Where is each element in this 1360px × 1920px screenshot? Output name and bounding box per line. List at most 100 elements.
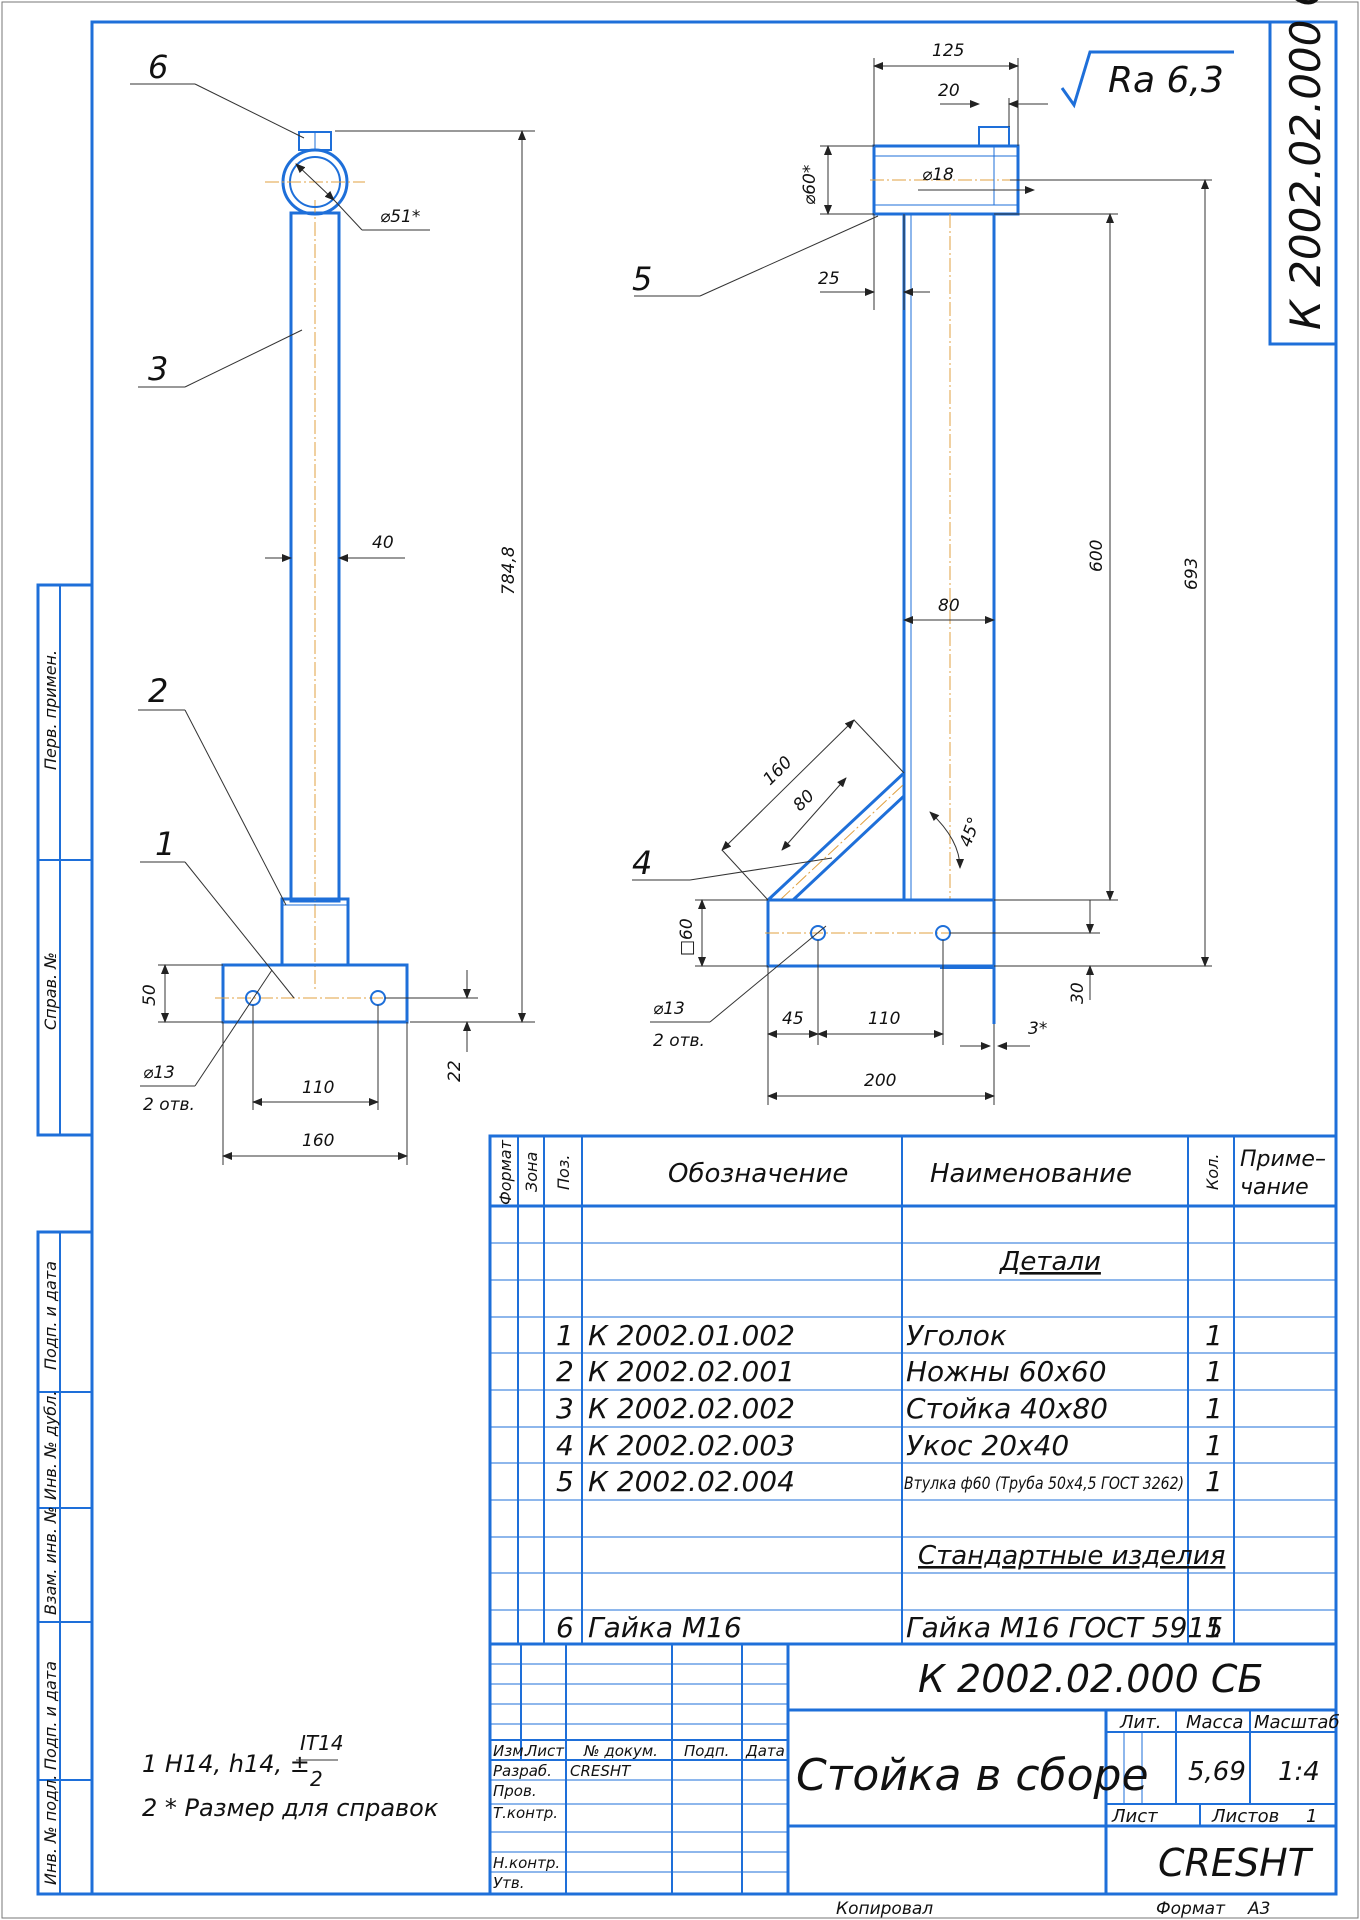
spec-row-4-designation: К 2002.02.003: [588, 1429, 795, 1462]
spec-header-zone: Зона: [522, 1152, 541, 1192]
spec-row-3-pos: 3: [556, 1392, 574, 1425]
tb-header-doc: № докум.: [583, 1742, 658, 1760]
tb-mass: 5,69: [1188, 1757, 1246, 1787]
left-view: [130, 83, 535, 1165]
dim-h784: 784,8: [499, 546, 519, 595]
stamp-perv-primen: Перв. примен.: [41, 650, 60, 770]
tb-scale: 1:4: [1278, 1757, 1320, 1787]
spec-header-pos: Поз.: [554, 1155, 573, 1190]
footer-copied: Копировал: [836, 1899, 933, 1919]
dim-w20: 20: [938, 81, 960, 101]
tb-designation: К 2002.02.000 СБ: [918, 1657, 1264, 1701]
left-pos-1: 1: [155, 825, 175, 863]
dim-s160: 160: [759, 752, 796, 789]
dim-w80: 80: [938, 596, 960, 616]
spec-row-2-pos: 2: [556, 1355, 574, 1388]
tb-header-date: Дата: [745, 1742, 785, 1760]
spec-row-1-designation: К 2002.01.002: [588, 1319, 795, 1352]
dim-w200: 200: [864, 1071, 896, 1091]
dim-w25: 25: [818, 269, 840, 289]
dim-holes-count-left: 2 отв.: [143, 1095, 195, 1115]
dim-h22: 22: [445, 1060, 465, 1082]
tb-role-nkontr: Н.контр.: [493, 1854, 560, 1872]
dim-d51: ⌀51*: [380, 207, 420, 227]
dim-h30: 30: [1068, 982, 1088, 1004]
tb-role-utv: Утв.: [493, 1874, 525, 1892]
tb-role-tkontr: Т.контр.: [493, 1804, 558, 1822]
spec-row-1-name: Уголок: [906, 1319, 1007, 1352]
right-pos-4: 4: [632, 844, 652, 882]
designation-vertical: К 2002.02.000 СБ: [1281, 0, 1330, 330]
dim-h600: 600: [1087, 540, 1107, 572]
note-1-numerator: IT14: [300, 1731, 344, 1755]
footer-format-label: Формат: [1156, 1899, 1226, 1919]
dim-w160-left: 160: [302, 1131, 334, 1151]
dim-w45: 45: [782, 1009, 804, 1029]
spec-row-2-qty: 1: [1205, 1355, 1223, 1388]
spec-header-note-2: чание: [1240, 1175, 1309, 1200]
spec-row-4-name: Укос 20х40: [906, 1429, 1069, 1462]
stamp-vzam-inv: Взам. инв. №: [41, 1506, 60, 1615]
dim-hole-left: ⌀13: [143, 1063, 175, 1083]
dim-sq60: □60: [677, 918, 697, 956]
spec-header-note-1: Приме–: [1240, 1147, 1326, 1172]
spec-section-standard: Стандартные изделия: [918, 1541, 1225, 1571]
tb-header-list: Лист: [525, 1742, 565, 1760]
spec-row-4-pos: 4: [556, 1429, 574, 1462]
dim-holes-count-right: 2 отв.: [653, 1031, 705, 1051]
spec-header-designation: Обозначение: [668, 1159, 848, 1189]
tb-sheet-label: Лист: [1111, 1806, 1158, 1827]
stamp-podp-data-2: Подп. и дата: [41, 1661, 60, 1770]
spec-header-name: Наименование: [930, 1159, 1132, 1189]
note-2: 2 * Размер для справок: [142, 1794, 439, 1822]
note-1: 1 H14, h14, ±: [142, 1750, 310, 1778]
note-1-denominator: 2: [310, 1767, 323, 1791]
spec-row-5-pos: 5: [556, 1465, 574, 1498]
side-stamp-strip: [36, 583, 94, 1896]
spec-row-1-pos: 1: [556, 1319, 574, 1352]
stamp-sprav-no: Справ. №: [41, 952, 60, 1030]
dim-w125: 125: [932, 41, 964, 61]
left-pos-2: 2: [148, 672, 168, 710]
tb-title: Стойка в сборе: [796, 1750, 1149, 1801]
stamp-podp-data-1: Подп. и дата: [41, 1261, 60, 1370]
tb-header-sign: Подп.: [684, 1742, 729, 1760]
spec-section-parts: Детали: [999, 1247, 1101, 1277]
dim-w110-right: 110: [868, 1009, 900, 1029]
spec-row-6-name: Гайка М16 ГОСТ 5915: [906, 1611, 1223, 1644]
spec-row-3-name: Стойка 40х80: [906, 1392, 1108, 1425]
tb-lit-label: Лит.: [1119, 1712, 1161, 1733]
tb-sheets: 1: [1306, 1806, 1317, 1827]
dim-a45: 45°: [956, 815, 985, 850]
dim-h693: 693: [1182, 558, 1202, 590]
right-pos-5: 5: [632, 260, 652, 298]
roughness-label: Ra 6,3: [1108, 60, 1224, 101]
spec-row-3-qty: 1: [1205, 1392, 1223, 1425]
spec-row-6-qty: 1: [1205, 1611, 1223, 1644]
tb-sheets-label: Листов: [1211, 1806, 1279, 1827]
tb-header-izm: Изм.: [493, 1742, 528, 1760]
spec-row-2-designation: К 2002.02.001: [588, 1355, 795, 1388]
tb-developer: CRESHT: [570, 1762, 632, 1780]
spec-row-5-qty: 1: [1205, 1465, 1223, 1498]
dim-hole-right: ⌀13: [653, 999, 685, 1019]
title-block-grid: [488, 1642, 1338, 1896]
left-pos-3: 3: [148, 350, 168, 388]
dim-s80: 80: [789, 786, 818, 815]
dim-d60: ⌀60*: [800, 165, 820, 205]
spec-row-6-designation: Гайка М16: [588, 1611, 742, 1644]
tb-org: CRESHT: [1158, 1841, 1314, 1885]
spec-row-5-designation: К 2002.02.004: [588, 1465, 795, 1498]
spec-row-5-name: Втулка ф60 (Труба 50х4,5 ГОСТ 3262): [904, 1474, 1184, 1494]
footer-format: А3: [1247, 1899, 1270, 1919]
stamp-inv-podl: Инв. № подл.: [41, 1775, 60, 1885]
dim-d18: ⌀18: [922, 165, 954, 185]
spec-header-format: Формат: [496, 1139, 515, 1205]
dim-w110-left: 110: [302, 1078, 334, 1098]
stamp-inv-dubl: Инв. № дубл.: [41, 1391, 60, 1500]
dim-w3: 3*: [1028, 1019, 1047, 1039]
dim-h50: 50: [140, 984, 160, 1006]
dim-w40: 40: [372, 533, 394, 553]
tb-scale-label: Масштаб: [1254, 1712, 1340, 1733]
